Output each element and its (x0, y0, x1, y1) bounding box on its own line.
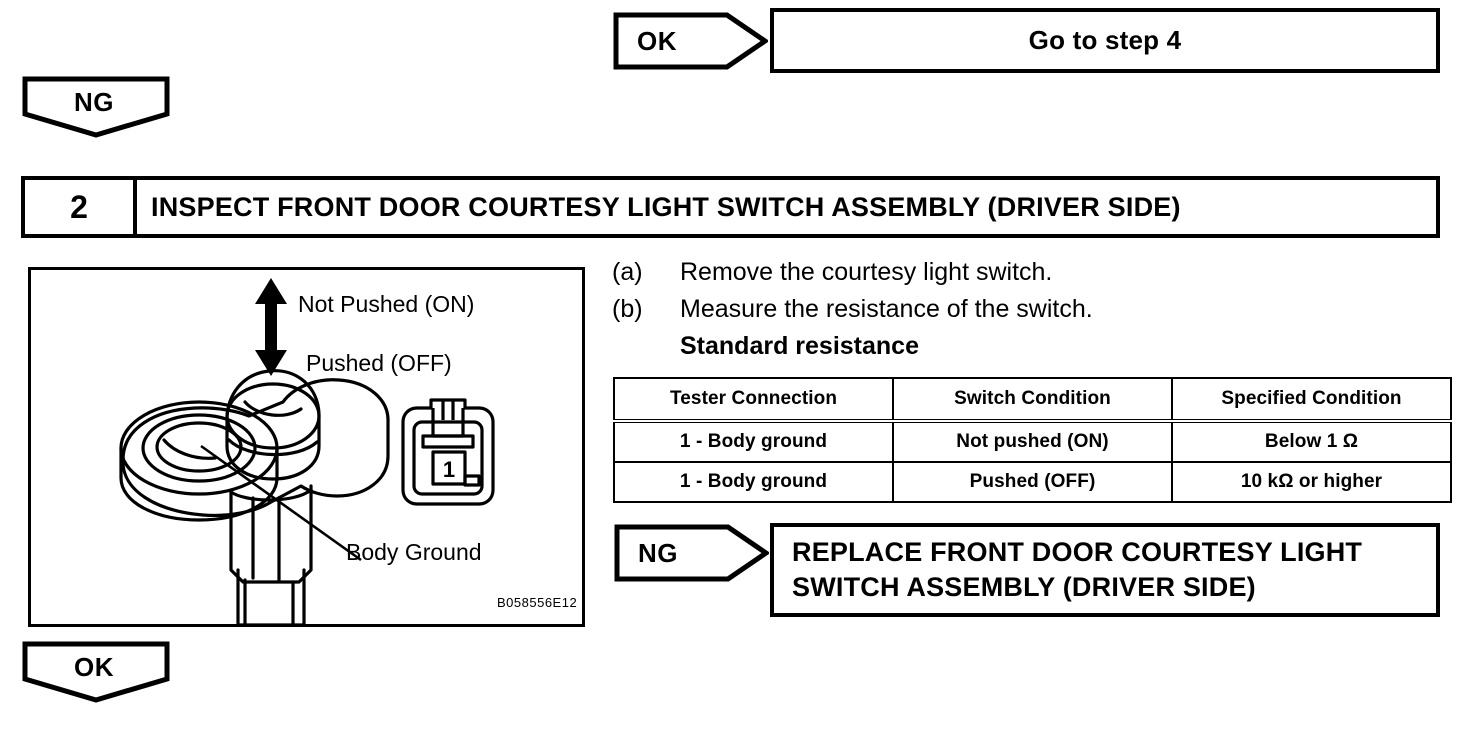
bottom-ng-arrow-label: NG (638, 538, 678, 568)
top-ng-arrow: NG (22, 76, 170, 138)
go-to-step-4-box: Go to step 4 (770, 8, 1440, 73)
connector-icon (401, 398, 495, 506)
replace-switch-action-box: REPLACE FRONT DOOR COURTESY LIGHT SWITCH… (770, 523, 1440, 617)
procedure-text-a: Remove the courtesy light switch. (680, 258, 1053, 286)
table-row: 1 - Body ground Pushed (OFF) 10 kΩ or hi… (613, 461, 1452, 503)
label-body-ground: Body Ground (346, 539, 482, 565)
replace-action-line-2: SWITCH ASSEMBLY (DRIVER SIDE) (792, 572, 1256, 602)
standard-resistance-heading: Standard resistance (680, 332, 919, 360)
procedure-item-b: (b) Measure the resistance of the switch… (612, 295, 1093, 324)
ng-arrow-shape-bottom (614, 524, 771, 582)
standard-resistance-table: Tester Connection Switch Condition Speci… (613, 377, 1452, 503)
go-to-step-4-label: Go to step 4 (1028, 25, 1182, 55)
label-not-pushed: Not Pushed (ON) (298, 291, 475, 317)
courtesy-switch-drawing: 1 (119, 278, 495, 624)
connector-terminal-number: 1 (443, 457, 455, 482)
table-cell-switch-condition-1: Not pushed (ON) (892, 420, 1173, 463)
bottom-ok-arrow-label: OK (74, 652, 114, 682)
table-header-tester-connection: Tester Connection (613, 377, 894, 423)
ok-arrow-shape (613, 12, 770, 70)
ok-arrow-shape-bottom (22, 641, 170, 703)
step-title: INSPECT FRONT DOOR COURTESY LIGHT SWITCH… (151, 191, 1181, 222)
table-header-row: Tester Connection Switch Condition Speci… (613, 377, 1452, 423)
ng-arrow-shape (22, 76, 170, 138)
procedure-marker-b: (b) (612, 295, 643, 323)
replace-action-line-1: REPLACE FRONT DOOR COURTESY LIGHT (792, 537, 1363, 568)
table-cell-tester-connection-1: 1 - Body ground (613, 420, 894, 463)
body-ground-leader-line (200, 444, 362, 562)
table-header-switch-condition: Switch Condition (892, 377, 1173, 423)
table-row: 1 - Body ground Not pushed (ON) Below 1 … (613, 420, 1452, 463)
up-down-arrow-icon (255, 278, 287, 376)
top-ng-arrow-label: NG (74, 87, 114, 117)
table-cell-tester-connection-2: 1 - Body ground (613, 461, 894, 503)
bottom-ng-arrow: NG (614, 524, 771, 582)
step-number: 2 (25, 180, 137, 234)
top-ok-arrow-label: OK (637, 26, 677, 56)
table-cell-switch-condition-2: Pushed (OFF) (892, 461, 1173, 503)
table-cell-specified-condition-2: 10 kΩ or higher (1171, 461, 1452, 503)
procedure-marker-a: (a) (612, 258, 643, 286)
figure-code: B058556E12 (497, 595, 578, 610)
top-ok-arrow: OK (613, 12, 770, 70)
label-pushed: Pushed (OFF) (306, 350, 452, 376)
procedure-text-b: Measure the resistance of the switch. (680, 295, 1093, 323)
table-cell-specified-condition-1: Below 1 Ω (1171, 420, 1452, 463)
procedure-item-a: (a) Remove the courtesy light switch. (612, 258, 1052, 287)
bottom-ok-arrow: OK (22, 641, 170, 703)
step-header: 2 INSPECT FRONT DOOR COURTESY LIGHT SWIT… (21, 176, 1440, 238)
table-header-specified-condition: Specified Condition (1171, 377, 1452, 423)
illustration-panel: 1 Not Pushed (ON) Pushed (OFF) Body Grou… (28, 267, 585, 627)
